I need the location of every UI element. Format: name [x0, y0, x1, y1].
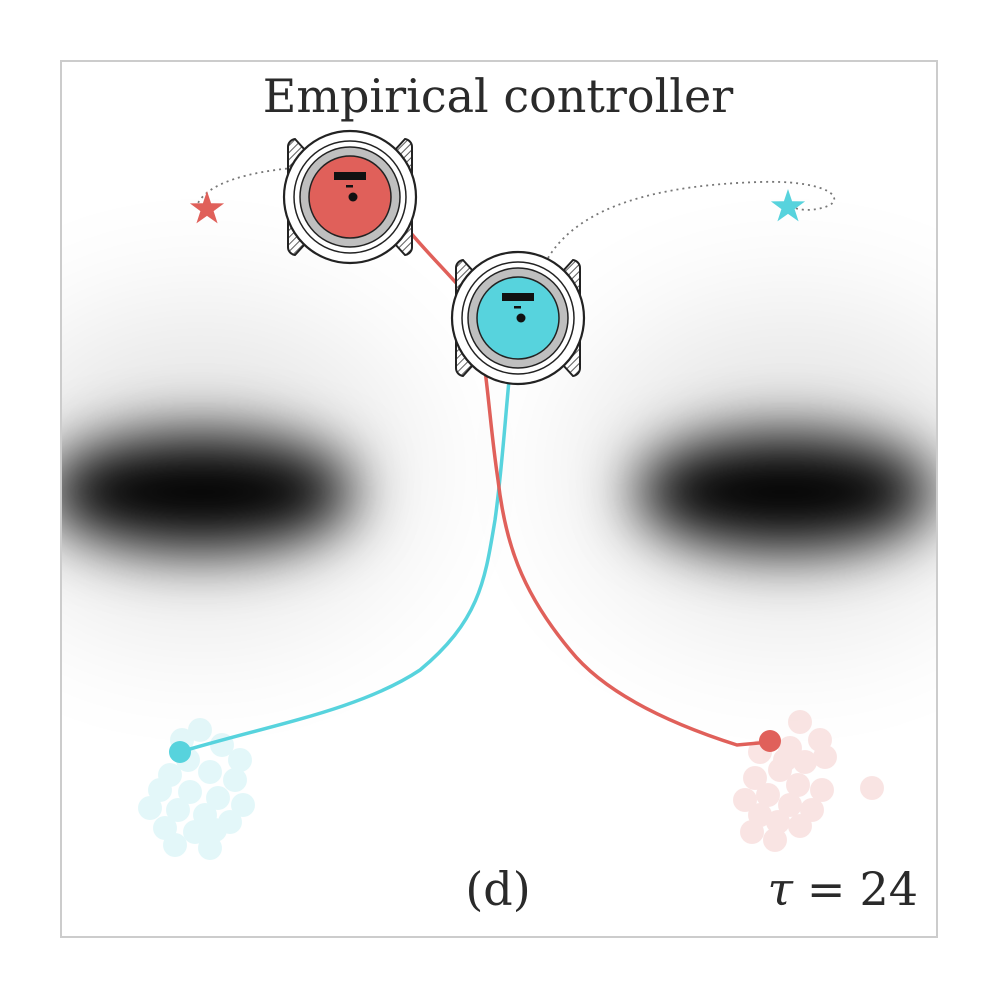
time-readout: τ=24 — [767, 862, 918, 916]
plot-frame — [60, 60, 938, 938]
time-value: 24 — [859, 862, 918, 916]
red-robot-icon — [282, 129, 418, 265]
time-symbol: τ — [767, 862, 794, 916]
obstacle-field — [61, 310, 937, 630]
red-goal-star-icon — [189, 191, 225, 224]
obstacle-left — [61, 434, 355, 550]
cyan-goal-star-icon — [770, 189, 806, 222]
panel-label: (d) — [465, 862, 530, 916]
red-start-dot — [759, 730, 781, 752]
red-start-cloud — [733, 710, 884, 852]
time-equals: = — [807, 862, 846, 916]
diagram-title: Empirical controller — [263, 69, 733, 123]
cyan-trajectory — [179, 369, 512, 754]
cyan-robot-icon — [450, 250, 586, 386]
red-ghost-path — [197, 167, 294, 204]
obstacle-right — [635, 434, 935, 550]
cyan-start-cloud — [138, 718, 255, 860]
cyan-start-dot — [169, 741, 191, 763]
cyan-ghost-path — [547, 180, 836, 259]
